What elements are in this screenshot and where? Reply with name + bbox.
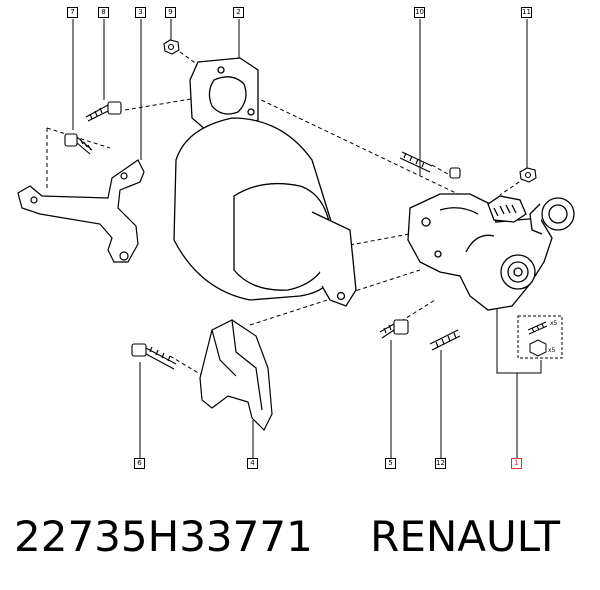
brand-name: RENAULT (370, 512, 561, 561)
callout-6: 6 (134, 458, 145, 469)
fastener-kit-inset (517, 315, 563, 359)
callout-11: 11 (521, 7, 532, 18)
nut-11 (519, 167, 537, 183)
bolt-8 (85, 101, 122, 122)
callout-7: 7 (67, 7, 78, 18)
part-number: 22735H33771 (14, 512, 313, 561)
turbocharger (407, 193, 575, 311)
stud-10 (399, 151, 461, 179)
nut-9 (163, 39, 180, 55)
stud-6 (131, 343, 177, 370)
inset-label-nut-qty: x5 (548, 347, 556, 354)
callout-12: 12 (435, 458, 446, 469)
exploded-parts-diagram (17, 19, 575, 458)
catalytic-converter (173, 57, 357, 307)
callout-10: 10 (414, 7, 425, 18)
stud-12 (429, 329, 461, 351)
callout-9: 9 (165, 7, 176, 18)
callout-4: 4 (247, 458, 258, 469)
part-caption: 22735H33771 RENAULT (14, 512, 584, 572)
callout-3: 3 (135, 7, 146, 18)
callout-2: 2 (233, 7, 244, 18)
leader-1-bracket (496, 308, 542, 374)
inset-label-stud-qty: x5 (550, 320, 558, 327)
callout-1: 1 (511, 458, 522, 469)
heat-shield (199, 319, 273, 432)
bolt-5 (379, 319, 409, 339)
bolt-7 (64, 133, 93, 155)
callout-8: 8 (98, 7, 109, 18)
callout-5: 5 (385, 458, 396, 469)
mounting-bracket (17, 159, 145, 263)
